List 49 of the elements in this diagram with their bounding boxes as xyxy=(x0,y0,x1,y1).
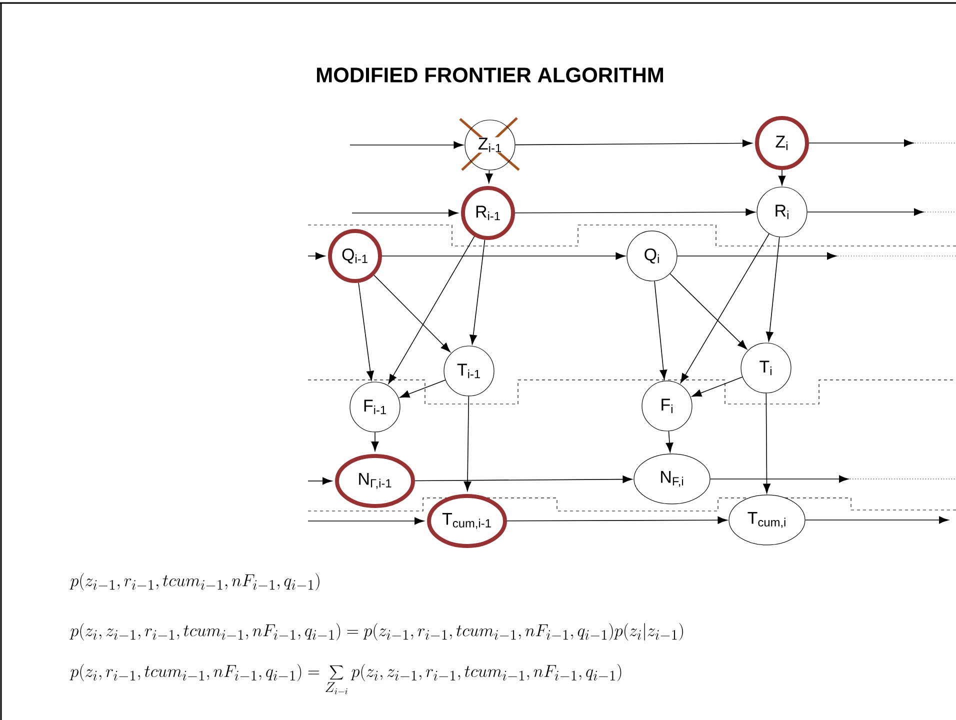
arrow xyxy=(680,233,770,384)
arrow xyxy=(464,396,472,492)
arrow xyxy=(388,236,475,384)
arrow xyxy=(710,475,849,483)
formula: $p(z_{i-1}, r_{i-1}, tcum_{i-1}, nF_{i-1}, q_{i-1})$ xyxy=(70,573,320,590)
variable-node: F$_{i-1}$ xyxy=(350,382,400,432)
arrow xyxy=(806,208,924,216)
arrow xyxy=(470,239,486,345)
arrow xyxy=(666,430,674,452)
arrow xyxy=(778,170,786,186)
highlighted-node: N$_{Γ,i-1}$ xyxy=(335,454,415,508)
arrow xyxy=(350,141,464,149)
variable-node: R$_{i}$ xyxy=(756,186,808,238)
variable-node: T$_{cum,i}$ xyxy=(728,494,806,546)
variable-node: N$_{F,i}$ xyxy=(634,454,710,504)
highlighted-node: R$_{i-1}$ xyxy=(461,186,515,240)
variable-node: T$_{i}$ xyxy=(740,342,792,394)
arrow xyxy=(506,516,728,524)
arrow xyxy=(308,517,424,525)
arrow xyxy=(308,252,326,260)
arrow xyxy=(382,252,626,260)
highlighted-node: Q$_{i-1}$ xyxy=(328,228,382,283)
arrow xyxy=(670,273,748,350)
arrow xyxy=(371,432,379,452)
arrow xyxy=(676,252,837,260)
variable-node: F$_{i}$ xyxy=(642,380,692,432)
variable-node: T$_{i-1}$ xyxy=(444,346,494,396)
arrow xyxy=(514,140,752,147)
highlighted-node: Z$_{i}$ xyxy=(755,116,809,170)
arrow xyxy=(414,476,632,484)
arrow xyxy=(763,392,770,494)
arrow xyxy=(514,208,756,216)
arrow xyxy=(358,282,374,381)
title: MODIFIED FRONTIER ALGORITHM xyxy=(317,68,663,82)
variable-node: Q$_{i}$ xyxy=(626,230,678,282)
variable-node: Z$_{i-1}$ xyxy=(464,120,516,170)
arrow xyxy=(692,376,743,397)
formula: $p(z_i, z_{i-1}, r_{i-1}, tcum_{i-1}, nF_{i-1}, q_{i-1}) = p(z_{i-1}, r_{i-1}, tcum_{i-1}, nF_{i-1}, q_{i-1}) p(z_i | z_{i-1})$ xyxy=(70,623,683,640)
arrow xyxy=(308,477,332,485)
arrow xyxy=(352,209,458,217)
formula: $p(z_i, r_{i-1}, tcum_{i-1}, nF_{i-1}, q_{i-1}) = \sum_{Z_{i-i}} p(z_i, z_{i-1}, r_{i-1}, tcum_{i-1}, nF_{i-1}, q_{i-1})$ xyxy=(70,664,622,694)
arrow xyxy=(766,236,780,342)
arrow xyxy=(485,170,493,184)
arrow xyxy=(400,380,446,398)
arrow xyxy=(808,139,914,147)
arrow xyxy=(654,280,668,380)
highlighted-node: T$_{cum,i-1}$ xyxy=(427,494,507,548)
arrow xyxy=(374,274,450,352)
arrow xyxy=(804,516,949,524)
